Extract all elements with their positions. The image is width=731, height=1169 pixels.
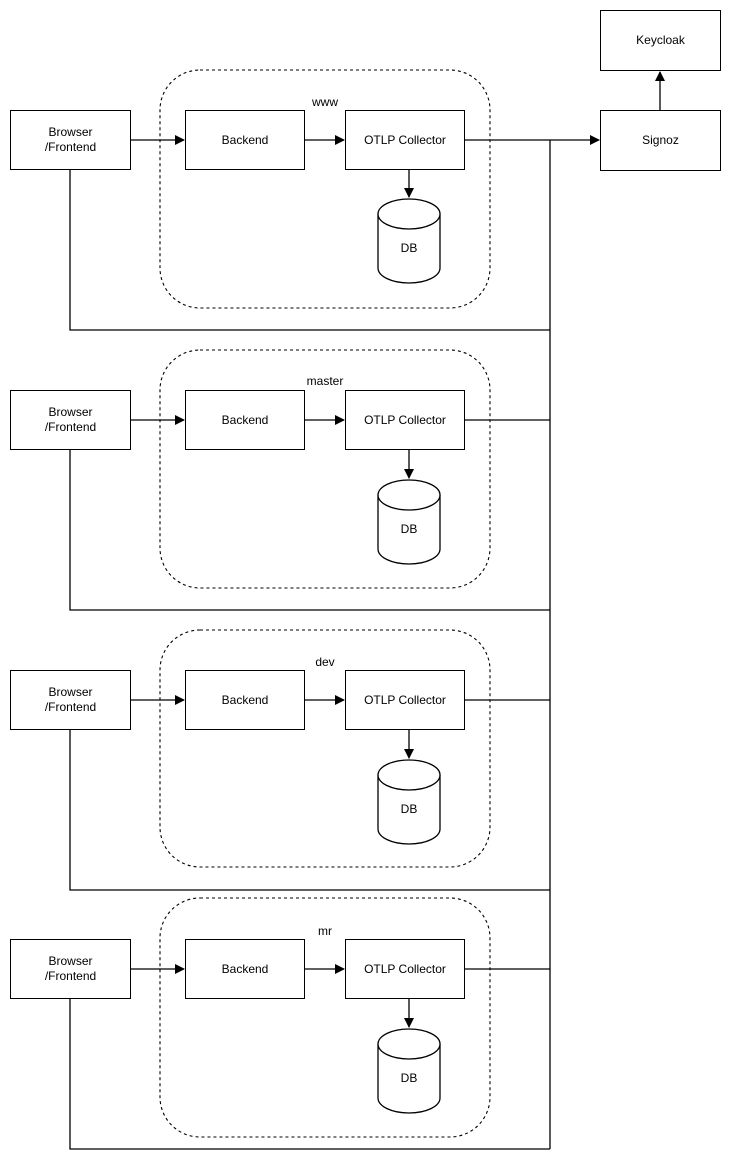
- environment-label-dev: dev: [315, 655, 335, 669]
- browser-label-line1: Browser: [48, 125, 93, 139]
- edge-browser-to-bus-dev: [69, 730, 550, 891]
- db-label-www: DB: [400, 241, 418, 255]
- keycloak-node: Keycloak: [600, 10, 721, 71]
- environment-label-www: www: [312, 95, 338, 109]
- db-cylinder-www: [377, 198, 441, 284]
- browser-label-line1: Browser: [48, 405, 93, 419]
- db-cylinder-dev: [377, 759, 441, 845]
- browser-label-line2: /Frontend: [44, 420, 97, 434]
- browser-label-line2: /Frontend: [44, 140, 97, 154]
- db-cylinder-mr: [377, 1028, 441, 1114]
- backend-node-master: Backend: [185, 390, 305, 450]
- db-label-mr: DB: [400, 1071, 418, 1085]
- browser-label-line1: Browser: [48, 685, 93, 699]
- db-label-dev: DB: [400, 802, 418, 816]
- edge-browser-to-bus-www: [69, 170, 550, 331]
- environment-boundary-master: [159, 349, 491, 589]
- environment-label-mr: mr: [318, 924, 332, 938]
- edge-browser-to-bus-master: [69, 450, 550, 611]
- signoz-node: Signoz: [600, 110, 721, 171]
- environment-boundary-dev: [159, 629, 491, 868]
- environment-label-master: master: [306, 374, 344, 388]
- db-cylinder-master: [377, 479, 441, 565]
- environment-boundary-www: [159, 69, 491, 309]
- otlp-collector-node-master: OTLP Collector: [345, 390, 465, 450]
- otlp-collector-node-www: OTLP Collector: [345, 110, 465, 170]
- db-label-master: DB: [400, 522, 418, 536]
- backend-node-mr: Backend: [185, 939, 305, 999]
- browser-frontend-node-dev: Browser /Frontend: [10, 670, 131, 730]
- otlp-collector-node-mr: OTLP Collector: [345, 939, 465, 999]
- browser-label-line2: /Frontend: [44, 969, 97, 983]
- edge-browser-to-bus-mr: [69, 999, 550, 1150]
- environment-boundary-mr: [159, 897, 491, 1138]
- otlp-collector-node-dev: OTLP Collector: [345, 670, 465, 730]
- browser-frontend-node-www: Browser /Frontend: [10, 110, 131, 170]
- backend-node-www: Backend: [185, 110, 305, 170]
- backend-node-dev: Backend: [185, 670, 305, 730]
- browser-frontend-node-mr: Browser /Frontend: [10, 939, 131, 999]
- browser-label-line1: Browser: [48, 954, 93, 968]
- browser-label-line2: /Frontend: [44, 700, 97, 714]
- browser-frontend-node-master: Browser /Frontend: [10, 390, 131, 450]
